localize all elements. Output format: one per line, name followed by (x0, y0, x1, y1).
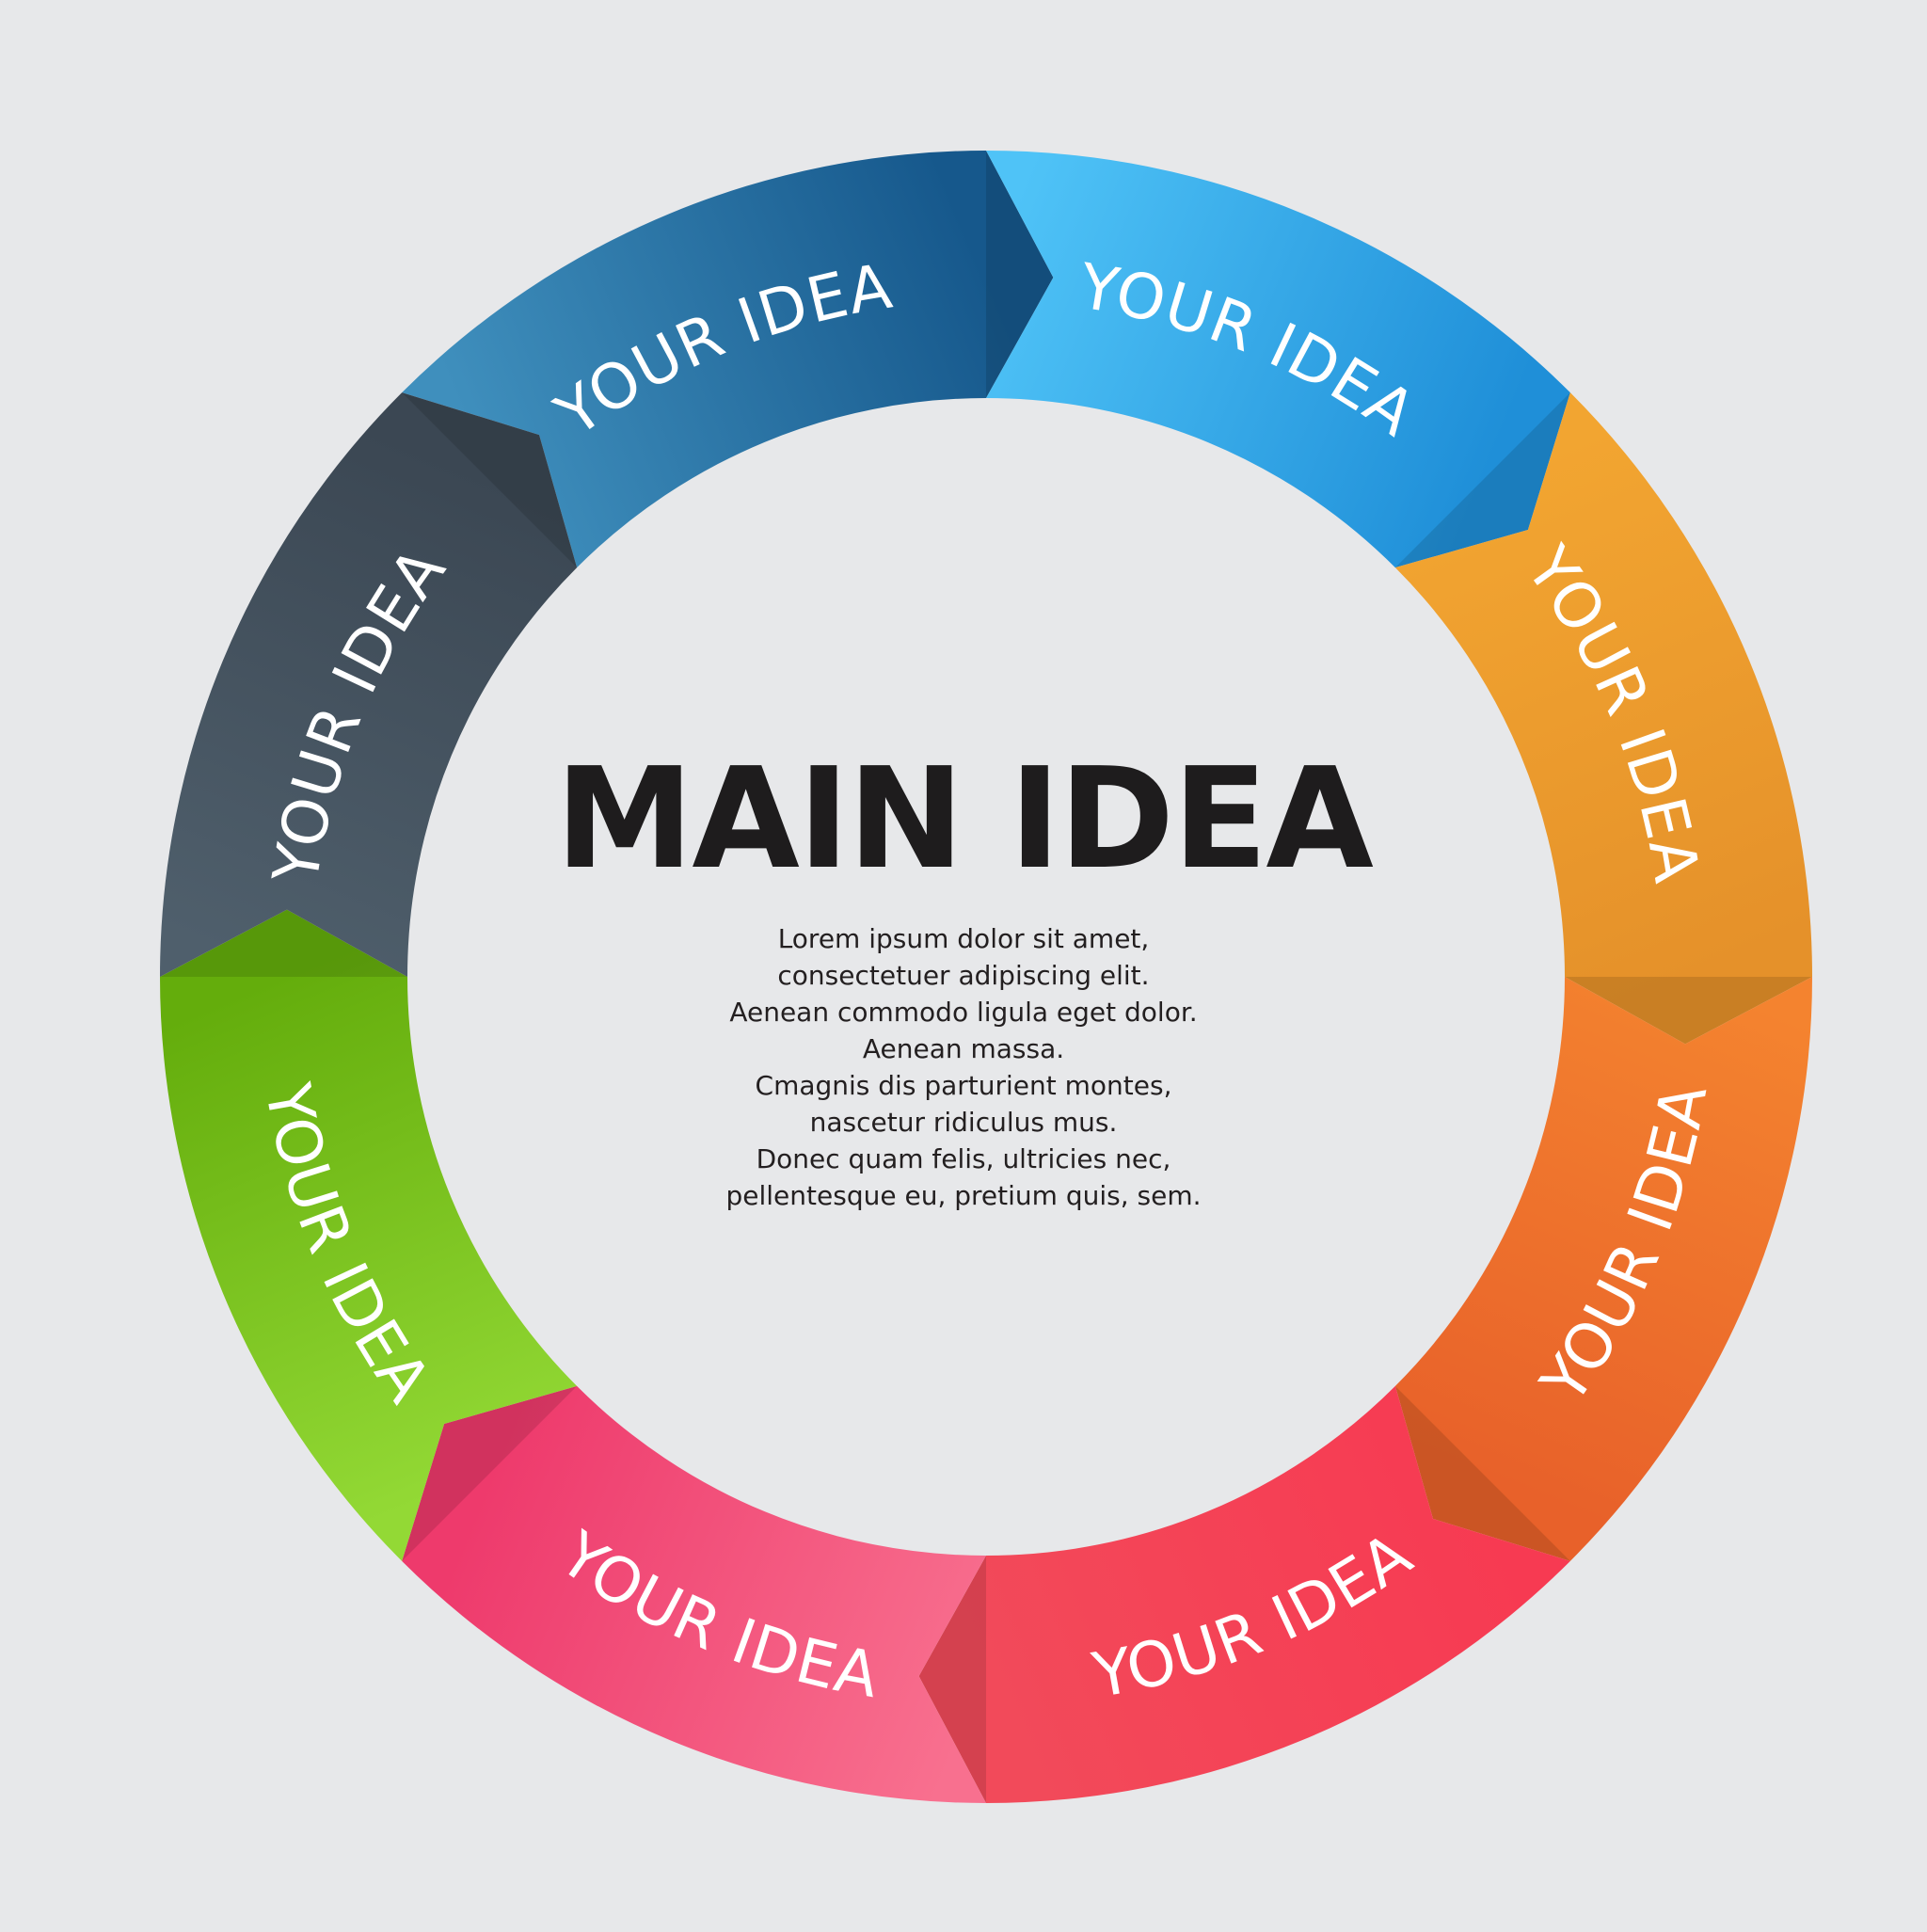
description-line: Cmagnis dis parturient montes, (755, 1070, 1172, 1101)
idea-segment (1394, 977, 1812, 1561)
idea-segment (160, 909, 578, 1561)
segment-fold-shadow (160, 909, 407, 977)
segment-fold-shadow (402, 1385, 578, 1561)
description-line: Donec quam felis, ultricies nec, (756, 1143, 1171, 1174)
segment-fold-shadow (1394, 392, 1570, 568)
segment-fold-shadow (986, 151, 1054, 398)
description-line: consectetuer adipiscing elit. (777, 960, 1150, 991)
idea-segment (918, 1385, 1570, 1803)
idea-segment (1394, 392, 1812, 1045)
idea-segment (402, 151, 1054, 568)
idea-segment (160, 392, 578, 977)
description-line: Aenean commodo ligula eget dolor. (729, 997, 1198, 1028)
description-line: pellentesque eu, pretium quis, sem. (725, 1180, 1202, 1211)
description-line: Lorem ipsum dolor sit amet, (777, 923, 1150, 954)
segment-fold-shadow (1394, 1385, 1570, 1561)
segment-fold-shadow (402, 392, 578, 568)
segment-fold-shadow (1565, 977, 1812, 1045)
segment-fold-shadow (918, 1556, 986, 1803)
description-line: nascetur ridiculus mus. (809, 1107, 1118, 1138)
idea-segment (986, 151, 1570, 568)
description-line: Aenean massa. (862, 1033, 1065, 1064)
main-description: Lorem ipsum dolor sit amet, consectetuer… (587, 920, 1340, 1214)
idea-segment (402, 1385, 986, 1803)
main-title: MAIN IDEA (555, 738, 1374, 900)
